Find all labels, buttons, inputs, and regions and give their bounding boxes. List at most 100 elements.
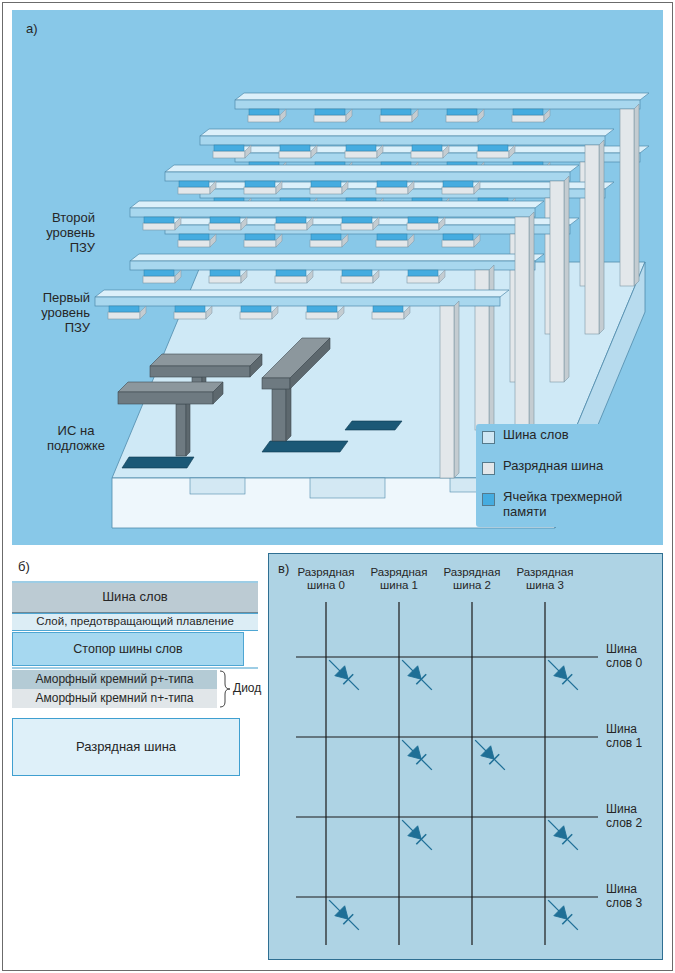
bit-line-pillar (585, 145, 599, 334)
diode-label: Диод (233, 682, 261, 696)
bit-line (241, 217, 247, 230)
bit-line (210, 181, 216, 194)
word-line (200, 129, 614, 136)
memory-cell (315, 109, 345, 115)
node-text: а) (26, 22, 38, 37)
bit-line (477, 151, 509, 158)
diode-wire (548, 900, 578, 930)
legend-text: Разрядная шина (503, 459, 643, 474)
memory-3d-illustration (95, 93, 661, 528)
memory-cell (408, 217, 438, 223)
memory-cell (447, 109, 477, 115)
diode-wire (475, 740, 505, 770)
label-box: Второй уровень ПЗУ (46, 211, 95, 256)
word-line (235, 93, 649, 100)
interconnect (186, 400, 190, 456)
bit-line-pillar (564, 176, 569, 382)
label-box: б) (18, 560, 30, 575)
memory-cell (276, 270, 306, 276)
bit-line (341, 276, 373, 283)
label-box: Шина слов 2 (606, 803, 654, 831)
diode-bar (343, 914, 353, 924)
bit-line (407, 276, 439, 283)
bit-line (280, 109, 286, 122)
layer-band: Аморфный кремний p+-типа (12, 670, 217, 689)
bit-line-pillar (620, 109, 634, 286)
memory-cell (346, 145, 376, 151)
word-line-wire (296, 736, 598, 737)
diode-bracket (220, 671, 230, 707)
interconnect (176, 404, 186, 456)
legend-text: Ячейка трехмерной памяти (503, 490, 643, 520)
legend-swatch (482, 462, 495, 475)
bit-line-pillar (529, 212, 534, 430)
bit-line (439, 217, 445, 230)
level-label: Первый уровень ПЗУ (41, 291, 90, 336)
interconnect (150, 366, 250, 377)
bit-line-wire (398, 602, 399, 945)
bit-line (306, 312, 338, 319)
diode-symbol (543, 655, 583, 695)
bit-line (478, 109, 484, 122)
diode-triangle (554, 666, 572, 684)
panel-letter: б) (18, 560, 30, 575)
interconnect (290, 338, 330, 389)
memory-cell (377, 181, 407, 187)
diode-triangle (554, 906, 572, 924)
bit-line (341, 223, 373, 230)
bit-line (244, 240, 276, 247)
bit-line-label: Разрядная шина 1 (367, 566, 431, 592)
bit-line (245, 145, 251, 158)
word-line (95, 290, 509, 297)
bit-line (276, 234, 282, 247)
word-line (130, 201, 544, 208)
node-text: Аморфный кремний p+-типа (35, 673, 193, 687)
node-text: Шина слов (102, 590, 168, 605)
figure-panel: в) (268, 553, 663, 960)
bit-line (178, 187, 210, 194)
diode-bar (562, 914, 572, 924)
bit-line-label: Разрядная шина 2 (440, 566, 504, 592)
word-line-wire (296, 656, 598, 657)
bit-line (544, 109, 550, 122)
crossbar-grid (296, 602, 598, 945)
label-box: Первый уровень ПЗУ (41, 291, 90, 336)
diode-triangle (335, 666, 353, 684)
bit-line (342, 181, 348, 194)
interconnect (250, 354, 262, 377)
memory-cell (311, 181, 341, 187)
diode-symbol (397, 655, 437, 695)
diode-bar (416, 834, 426, 844)
diode-wire (548, 660, 578, 690)
layer-band: Разрядная шина (12, 718, 240, 776)
node-text: Разрядная шина (76, 740, 176, 755)
bit-line (275, 223, 307, 230)
layer-band: Стопор шины слов (12, 632, 244, 666)
bit-line (310, 240, 342, 247)
diode-wire (402, 820, 432, 850)
label-box: Шина слов 0 (606, 643, 654, 671)
interconnect (286, 384, 291, 441)
memory-cell (478, 145, 508, 151)
doped-region (345, 421, 402, 430)
panel-background (268, 553, 663, 960)
legend-swatch (482, 431, 495, 444)
memory-cell (241, 306, 271, 312)
diode-bar (489, 754, 499, 764)
memory-cell (443, 181, 473, 187)
bit-line (373, 217, 379, 230)
bit-line-pillar (440, 306, 454, 478)
label-box: Разрядная шина 2 (440, 566, 504, 592)
memory-cell (179, 234, 209, 240)
memory-cell (210, 217, 240, 223)
diode-bar (416, 674, 426, 684)
bit-line (446, 115, 478, 122)
diode-symbol (470, 735, 510, 775)
memory-cell (443, 234, 473, 240)
memory-cell (144, 217, 174, 223)
bit-line-pillar (550, 181, 564, 382)
bit-line (314, 115, 346, 122)
bit-line (346, 109, 352, 122)
